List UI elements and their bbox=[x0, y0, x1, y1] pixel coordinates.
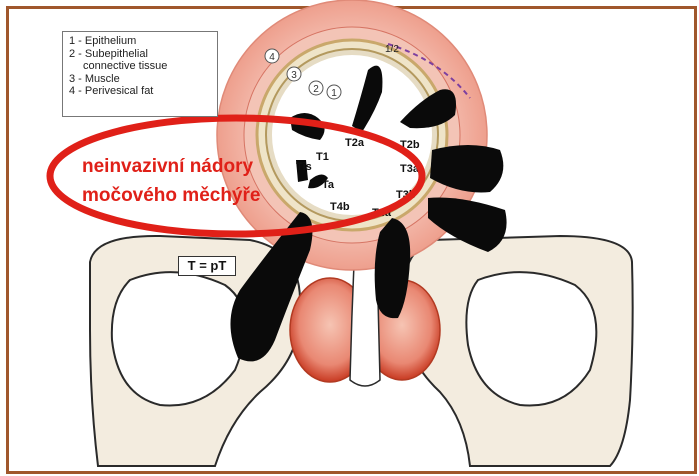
layer-number-2: 2 bbox=[313, 84, 319, 95]
legend-line-subepithelial: 2 - Subepithelial bbox=[69, 48, 211, 61]
legend-line-perivesical: 4 - Perivesical fat bbox=[69, 85, 211, 98]
pelvic-foramen-right bbox=[466, 272, 596, 405]
layer-number-1: 1 bbox=[331, 88, 337, 99]
legend-line-epithelium: 1 - Epithelium bbox=[69, 35, 211, 48]
layer-number-3: 3 bbox=[291, 70, 297, 81]
legend-line-muscle: 3 - Muscle bbox=[69, 73, 211, 86]
legend-line-connective: connective tissue bbox=[69, 60, 211, 73]
layer-number-4: 4 bbox=[269, 52, 275, 63]
half-wall-label: 1/2 bbox=[385, 44, 399, 55]
tpt-label: T = pT bbox=[178, 256, 236, 276]
annotation-line-1: neinvazivní nádory bbox=[82, 152, 382, 181]
annotation-text: neinvazivní nádory močového měchýře bbox=[82, 152, 382, 210]
layer-legend: 1 - Epithelium 2 - Subepithelial connect… bbox=[62, 31, 218, 117]
stage-label-t2a: T2a bbox=[345, 137, 365, 149]
annotation-line-2: močového měchýře bbox=[82, 181, 382, 210]
